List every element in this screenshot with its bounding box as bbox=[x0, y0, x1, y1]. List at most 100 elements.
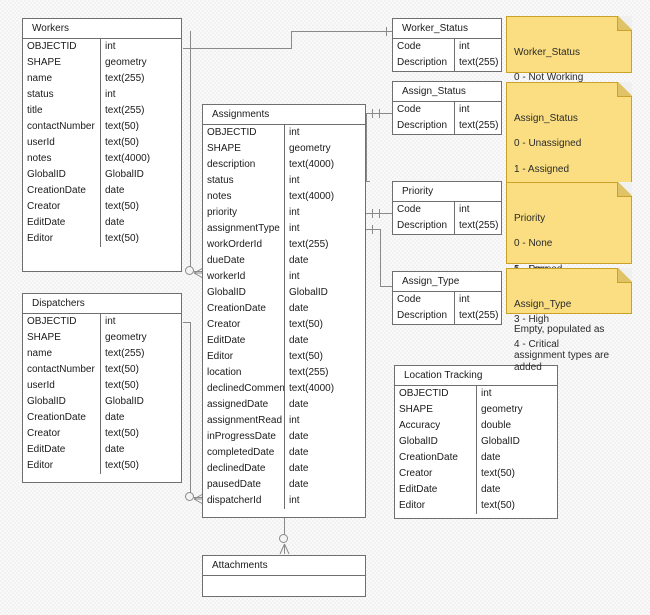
attribute-type: geometry bbox=[105, 57, 147, 68]
attribute-type: text(50) bbox=[481, 468, 515, 479]
attribute-type: int bbox=[289, 495, 300, 506]
attribute-type: text(50) bbox=[105, 364, 139, 375]
attribute-type: int bbox=[289, 223, 300, 234]
attribute-type: int bbox=[459, 104, 470, 115]
attribute-type: int bbox=[459, 204, 470, 215]
attribute-type: text(4000) bbox=[289, 159, 335, 170]
attribute-type: text(50) bbox=[289, 319, 323, 330]
attribute-name: dispatcherId bbox=[203, 493, 285, 509]
attribute-type: int bbox=[289, 207, 300, 218]
entity-body-attachments bbox=[203, 576, 365, 598]
attribute-name: Code bbox=[393, 102, 455, 118]
entity-title-location-tracking: Location Tracking bbox=[395, 366, 557, 386]
attribute-name: EditDate bbox=[23, 442, 101, 458]
attribute-name: notes bbox=[203, 189, 285, 205]
attribute-name: assignedDate bbox=[203, 397, 285, 413]
cardinality-tick-assign-status-b bbox=[372, 109, 373, 118]
attribute-name: CreationDate bbox=[23, 183, 101, 199]
attribute-name: Creator bbox=[203, 317, 285, 333]
attribute-name: Editor bbox=[203, 349, 285, 365]
cardinality-tick-assign-status-a bbox=[379, 109, 380, 118]
attribute-name: description bbox=[203, 157, 285, 173]
attribute-row: SHAPE geometry bbox=[203, 141, 365, 157]
attribute-name: contactNumber bbox=[23, 119, 101, 135]
connector-workers-status-vert bbox=[291, 31, 292, 49]
attribute-name: dueDate bbox=[203, 253, 285, 269]
attribute-type: int bbox=[105, 41, 116, 52]
connector-assign-type-lower bbox=[380, 286, 392, 287]
connector-assign-type-vert bbox=[380, 229, 381, 286]
note-title: Priority bbox=[514, 213, 546, 225]
attribute-name: GlobalID bbox=[203, 285, 285, 301]
attribute-name: OBJECTID bbox=[395, 386, 477, 402]
connector-assign-status-stub bbox=[366, 181, 370, 182]
connector-assign-status-vert bbox=[366, 113, 367, 181]
note-fold-icon bbox=[617, 16, 632, 31]
attribute-type: text(50) bbox=[105, 428, 139, 439]
connector-attachments-vert bbox=[284, 518, 285, 535]
note-line: 0 - Unassigned bbox=[514, 138, 582, 150]
attribute-name: contactNumber bbox=[23, 362, 101, 378]
note-title: Assign_Type bbox=[514, 299, 572, 311]
connector-assign-type bbox=[366, 229, 380, 230]
attribute-name: declinedComment bbox=[203, 381, 285, 397]
attribute-type: int bbox=[459, 294, 470, 305]
attribute-name: workerId bbox=[203, 269, 285, 285]
cardinality-tick-priority-b bbox=[372, 209, 373, 218]
attribute-name: assignmentType bbox=[203, 221, 285, 237]
attribute-name: title bbox=[23, 103, 101, 119]
attribute-name: GlobalID bbox=[23, 394, 101, 410]
attribute-type: int bbox=[105, 89, 116, 100]
note-title: Assign_Status bbox=[514, 113, 578, 125]
entity-title-assign-status: Assign_Status bbox=[393, 82, 501, 102]
attribute-type: text(255) bbox=[105, 348, 145, 359]
note-worker-status[interactable]: Worker_Status 0 - Not Working 1 - Workin… bbox=[506, 16, 632, 134]
entity-attachments[interactable]: Attachments bbox=[202, 555, 366, 597]
attribute-name: CreationDate bbox=[203, 301, 285, 317]
note-line: 0 - Not Working bbox=[514, 72, 584, 84]
entity-title-workers: Workers bbox=[23, 19, 181, 39]
attribute-name: SHAPE bbox=[203, 141, 285, 157]
attribute-name: Description bbox=[393, 218, 455, 234]
attribute-type: geometry bbox=[289, 143, 331, 154]
attribute-type: text(4000) bbox=[289, 191, 335, 202]
attribute-type: int bbox=[289, 127, 300, 138]
note-fold-icon bbox=[617, 82, 632, 97]
note-assign-status[interactable]: Assign_Status 0 - Unassigned 1 - Assigne… bbox=[506, 82, 632, 301]
attribute-type: text(4000) bbox=[105, 153, 151, 164]
note-fold-icon bbox=[617, 268, 632, 283]
note-priority[interactable]: Priority 0 - None 1 - Low 2 - Medium 3 -… bbox=[506, 182, 632, 350]
attribute-type: int bbox=[289, 175, 300, 186]
note-assign-type[interactable]: Assign_Type Empty, populated as assignme… bbox=[506, 268, 632, 373]
attribute-type: GlobalID bbox=[105, 396, 144, 407]
attribute-type: text(50) bbox=[105, 380, 139, 391]
attribute-name: Creator bbox=[23, 199, 101, 215]
